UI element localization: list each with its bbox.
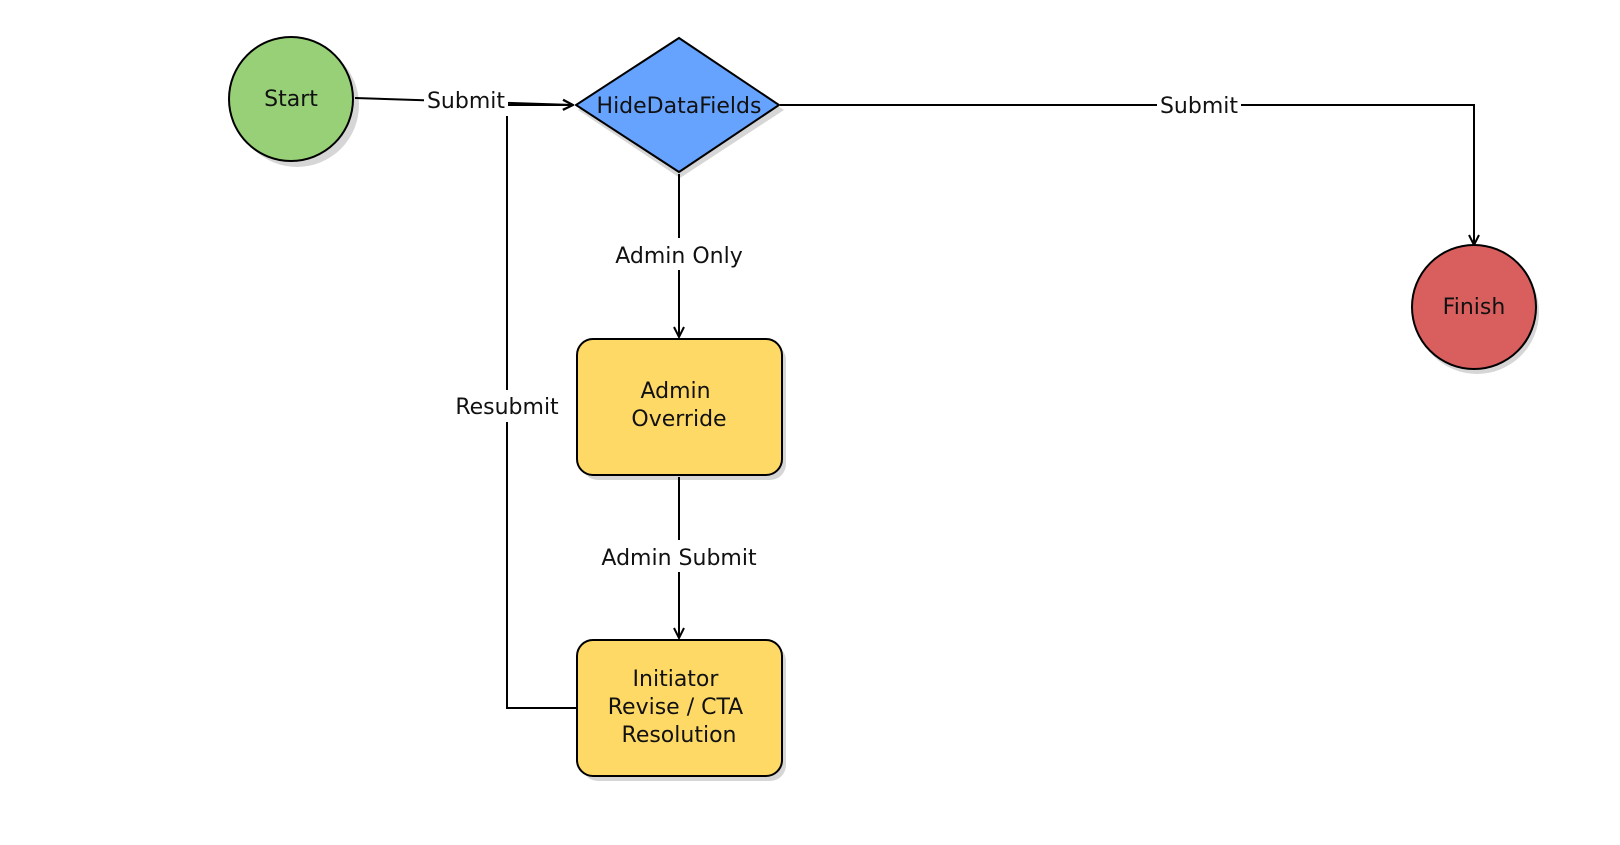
edge-decision-to-finish xyxy=(780,104,1474,245)
finish-label: Finish xyxy=(1443,295,1506,320)
admin-override-label: Admin Override xyxy=(631,379,726,432)
node-finish[interactable]: Finish xyxy=(1411,244,1537,370)
initiator-line-1: Initiator xyxy=(633,667,720,692)
edge-label-start-submit: Submit xyxy=(427,89,505,114)
admin-override-box xyxy=(576,338,783,476)
initiator-line-2: Revise / CTA xyxy=(608,695,744,720)
initiator-label: Initiator Revise / CTA Resolution xyxy=(608,667,751,748)
initiator-box xyxy=(576,639,783,777)
decision-label: HideDataFields xyxy=(597,94,762,119)
edge-label-resubmit: Resubmit xyxy=(455,395,559,420)
edge-label-admin-submit: Admin Submit xyxy=(601,546,757,571)
node-shadows xyxy=(235,43,1539,781)
start-circle xyxy=(228,36,354,162)
edge-labels: Submit Submit Admin Only Admin Submit Re… xyxy=(424,86,1241,572)
admin-override-line-2: Override xyxy=(631,407,726,432)
initiator-line-3: Resolution xyxy=(622,723,737,748)
admin-override-line-1: Admin xyxy=(640,379,710,404)
decision-diamond xyxy=(574,36,781,174)
edge-label-admin-only: Admin Only xyxy=(615,244,743,269)
node-start[interactable]: Start xyxy=(228,36,354,162)
start-label: Start xyxy=(264,87,318,112)
node-decision[interactable]: HideDataFields xyxy=(574,36,781,174)
node-initiator-revise[interactable]: Initiator Revise / CTA Resolution xyxy=(576,639,783,777)
finish-circle xyxy=(1411,244,1537,370)
edge-label-finish-submit: Submit xyxy=(1160,94,1238,119)
node-admin-override[interactable]: Admin Override xyxy=(576,338,783,476)
